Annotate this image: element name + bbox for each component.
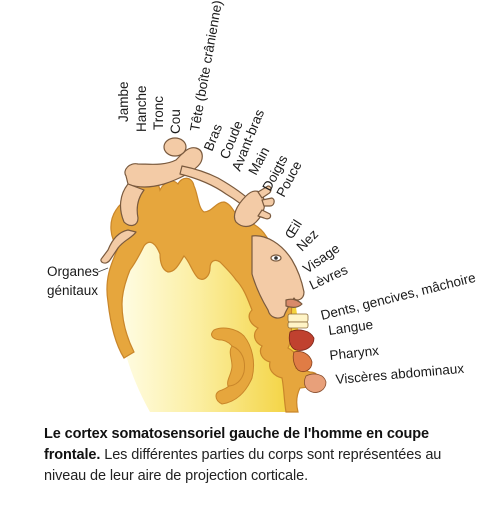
figure-caption: Le cortex somatosensoriel gauche de l'ho… (44, 424, 484, 487)
viscera (304, 373, 327, 393)
label-pharynx: Pharynx (329, 343, 380, 363)
label-trunk: Tronc (151, 96, 166, 130)
label-viscera: Viscères abdominaux (335, 361, 465, 387)
label-hip: Hanche (134, 85, 149, 132)
label-tongue: Langue (327, 317, 374, 338)
cortex-inner-fold (227, 345, 245, 387)
caption-title: Le cortex somatosensoriel gauche de l'ho… (44, 426, 430, 463)
genitals-leader (97, 267, 109, 273)
teeth-lower (287, 321, 309, 329)
tongue (288, 329, 315, 351)
cortex-lower-fold (211, 327, 255, 405)
label-leg: Jambe (116, 81, 131, 122)
cortex-band (106, 177, 320, 413)
pharynx (292, 351, 313, 372)
label-genitals-line1: Organes (47, 264, 99, 279)
homunculus (100, 137, 305, 319)
label-genitals-line2: génitaux (47, 283, 98, 298)
label-neck: Cou (168, 109, 183, 134)
caption-text: Les différentes parties du corps sont re… (44, 447, 442, 484)
label-head: Tête (boîte crânienne) (187, 0, 225, 133)
teeth (287, 313, 309, 323)
